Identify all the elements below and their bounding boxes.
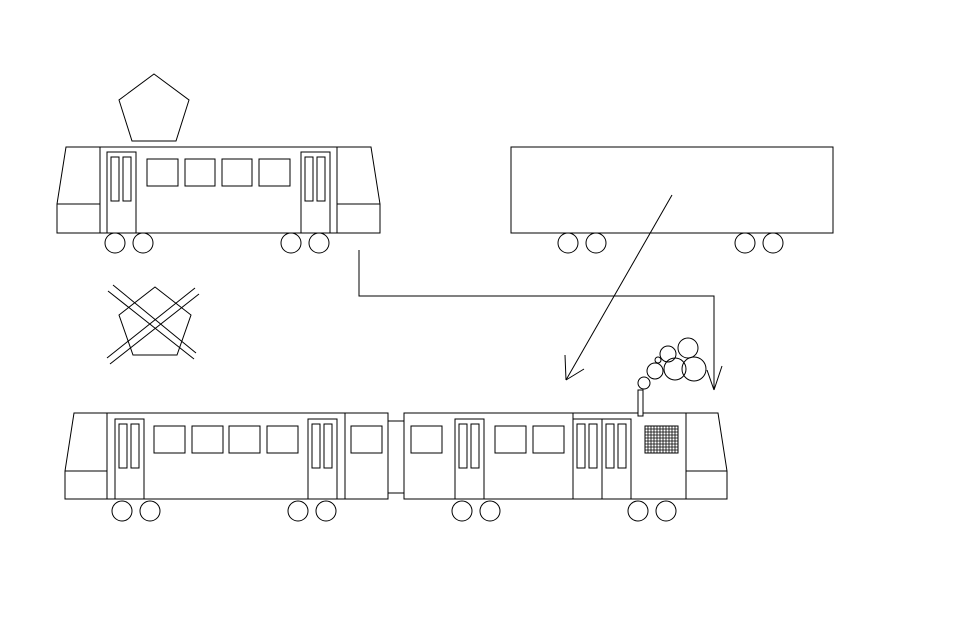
articulated-wheel: [452, 501, 472, 521]
articulated-door: [308, 419, 337, 499]
articulated-door: [115, 419, 144, 499]
articulated-wheel: [480, 501, 500, 521]
articulated-wheel: [288, 501, 308, 521]
tram-window: [259, 159, 290, 186]
smoke-puff: [638, 377, 650, 389]
boxcar-wheel: [586, 233, 606, 253]
smoke-puff: [655, 357, 661, 363]
smoke-puff: [660, 346, 676, 362]
articulated-door: [455, 419, 484, 499]
articulated-wheel: [628, 501, 648, 521]
tram-window: [147, 159, 178, 186]
tram-door-left: [107, 152, 136, 233]
pantograph-pentagon: [119, 74, 189, 141]
articulated-window: [229, 426, 260, 453]
tram-rear-cab: [337, 147, 380, 233]
tram-wheel: [309, 233, 329, 253]
articulated-tram: [65, 338, 727, 521]
chimney: [638, 390, 643, 416]
tram-wheel: [281, 233, 301, 253]
tram-door-right: [301, 152, 330, 233]
grille-frame: [645, 426, 678, 453]
tram-wheel: [133, 233, 153, 253]
articulated-wheel: [112, 501, 132, 521]
tram-body: [100, 147, 337, 233]
tram-window: [222, 159, 252, 186]
cross-out-mark: [107, 285, 199, 364]
boxcar-wheel: [735, 233, 755, 253]
tram-front-cab: [57, 147, 100, 233]
boxcar-wheel: [558, 233, 578, 253]
articulated-wheel: [316, 501, 336, 521]
articulated-window: [495, 426, 526, 453]
removed-pantograph: [107, 285, 199, 364]
arrow-tram-to-articulated: [359, 250, 722, 390]
smoke-puff: [682, 357, 706, 381]
tram: [57, 74, 380, 253]
articulation-joint: [388, 421, 404, 493]
articulated-right-section: [404, 413, 727, 521]
tram-wheel: [105, 233, 125, 253]
tram-window: [185, 159, 215, 186]
articulated-double-door: [573, 419, 631, 499]
articulated-wheel: [656, 501, 676, 521]
articulated-window: [411, 426, 442, 453]
boxcar-wheel: [763, 233, 783, 253]
articulated-wheel: [140, 501, 160, 521]
boxcar-body: [511, 147, 833, 233]
articulated-left-section: [65, 413, 388, 521]
articulated-window: [267, 426, 298, 453]
articulated-window: [192, 426, 223, 453]
radiator-grille: [645, 426, 678, 453]
articulated-window: [533, 426, 564, 453]
articulated-window: [351, 426, 382, 453]
smoke-puff: [664, 358, 686, 380]
removed-pantograph-pentagon: [119, 287, 191, 355]
articulated-rear-cab: [686, 413, 727, 499]
smoke-cloud: [638, 338, 706, 389]
boxcar: [511, 147, 833, 253]
smoke-puff: [647, 363, 663, 379]
articulated-right-body: [404, 413, 686, 499]
articulated-window: [154, 426, 185, 453]
arrow-boxcar-to-articulated: [565, 195, 672, 380]
